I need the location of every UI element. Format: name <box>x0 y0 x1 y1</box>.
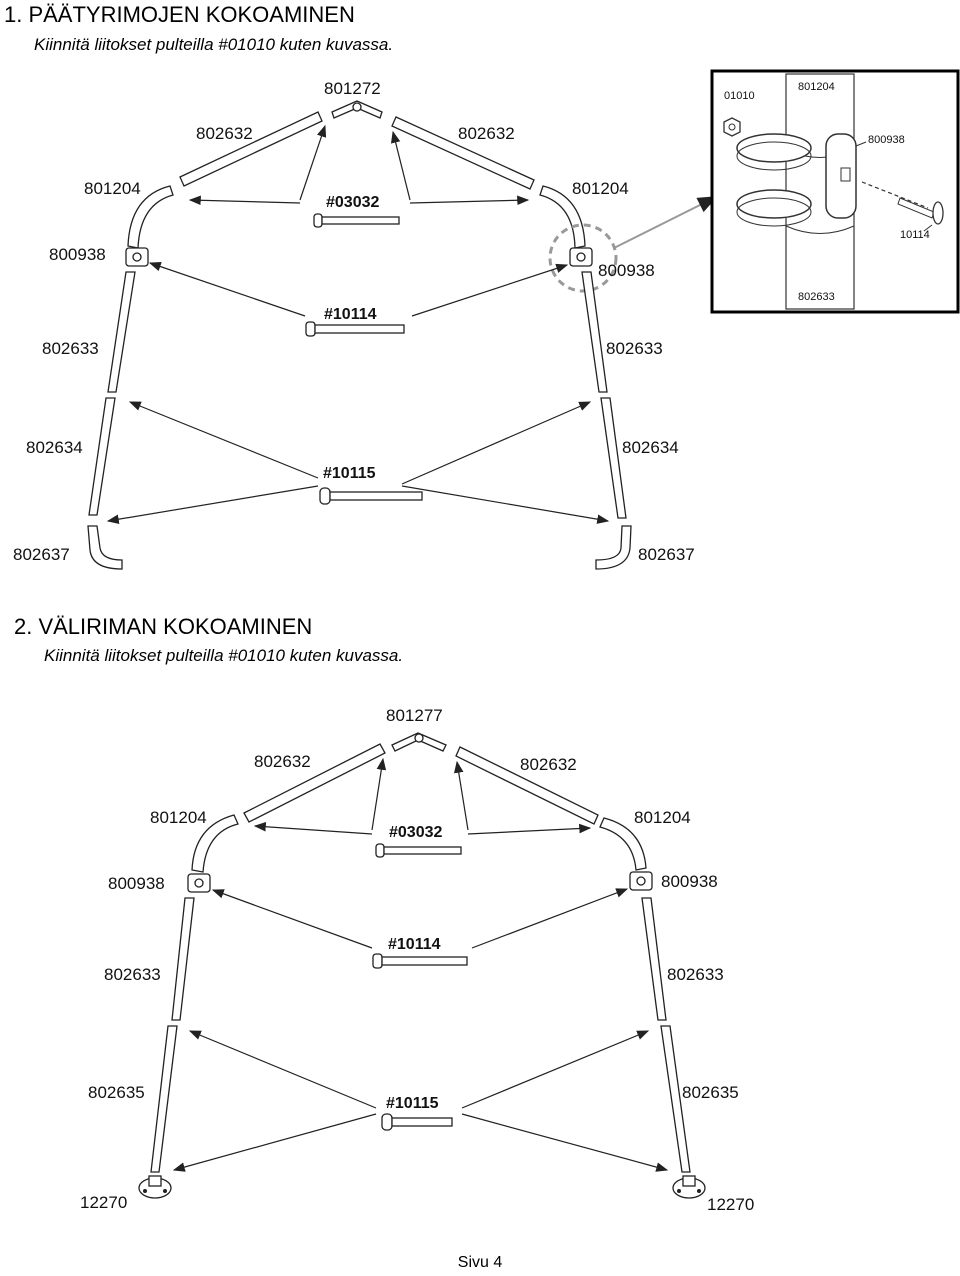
label-apex: 801272 <box>324 79 381 98</box>
label2-leg-lower-right: 802635 <box>682 1083 739 1102</box>
label2-elbow-left: 801204 <box>150 808 207 827</box>
bracket-right-2 <box>629 871 653 891</box>
bracket-left <box>125 247 149 267</box>
label2-base-right: 12270 <box>707 1195 754 1214</box>
elbow-left <box>127 185 174 249</box>
elbow-right <box>539 185 586 249</box>
leg-upper-right-2 <box>641 897 667 1021</box>
label-leg-upper-left: 802633 <box>42 339 99 358</box>
label-bracket-right: 800938 <box>598 261 655 280</box>
section1-instruction: Kiinnitä liitokset pulteilla #01010 kute… <box>34 35 394 54</box>
foot-right <box>595 525 632 570</box>
detail-label-leg: 802633 <box>798 291 835 303</box>
bracket-left-2 <box>187 873 211 893</box>
detail-label-bracket: 800938 <box>868 134 905 146</box>
detail-pointer <box>613 196 718 249</box>
end-frame-diagram: 801272 802632 802632 801204 801204 80093… <box>13 69 960 570</box>
detail-inset <box>710 69 960 314</box>
label2-bolt-03032: #03032 <box>389 824 442 841</box>
label-bolt-10115: #10115 <box>323 465 376 482</box>
section2-instruction: Kiinnitä liitokset pulteilla #01010 kute… <box>44 646 404 665</box>
leg-upper-left <box>107 271 136 393</box>
label-rafter-left: 802632 <box>196 124 253 143</box>
elbow-right-2 <box>599 817 647 871</box>
label-foot-right: 802637 <box>638 545 695 564</box>
bolt-10114-2 <box>372 953 468 969</box>
bracket-right <box>569 247 593 267</box>
apex-connector <box>331 100 383 119</box>
rafter-right <box>391 116 535 190</box>
base-plate-left <box>138 1175 172 1199</box>
mid-frame-diagram: 801277 802632 802632 801204 801204 80093… <box>80 706 754 1214</box>
label-leg-lower-left: 802634 <box>26 438 83 457</box>
label-leg-upper-right: 802633 <box>606 339 663 358</box>
rafter-left <box>179 111 323 187</box>
label-bracket-left: 800938 <box>49 245 106 264</box>
label-elbow-right: 801204 <box>572 179 629 198</box>
label2-bolt-10115: #10115 <box>386 1095 439 1112</box>
foot-left <box>87 525 123 570</box>
label-bolt-10114: #10114 <box>324 306 377 323</box>
label-bolt-03032: #03032 <box>326 194 379 211</box>
detail-label-bolt: 10114 <box>900 229 930 241</box>
label-elbow-left: 801204 <box>84 179 141 198</box>
bolt-10115 <box>319 487 423 505</box>
leg-lower-right-2 <box>660 1025 691 1173</box>
section2-heading: 2. VÄLIRIMAN KOKOAMINEN <box>14 614 313 639</box>
label2-rafter-left: 802632 <box>254 752 311 771</box>
leg-upper-right <box>581 271 608 393</box>
label-foot-left: 802637 <box>13 545 70 564</box>
detail-highlight <box>548 223 618 293</box>
bolt-10115-2 <box>381 1113 453 1131</box>
rafter-right-2 <box>455 746 599 825</box>
label2-rafter-right: 802632 <box>520 755 577 774</box>
label2-leg-upper-left: 802633 <box>104 965 161 984</box>
bolt-03032-2 <box>375 843 462 858</box>
section1-heading: 1. PÄÄTYRIMOJEN KOKOAMINEN <box>4 2 355 27</box>
elbow-left-2 <box>191 814 239 873</box>
page-number: Sivu 4 <box>457 1254 503 1271</box>
leg-upper-left-2 <box>171 897 195 1021</box>
label2-apex: 801277 <box>386 706 443 725</box>
detail-label-elbow: 801204 <box>798 81 835 93</box>
leg-lower-right <box>600 397 627 519</box>
label2-base-left: 12270 <box>80 1193 127 1212</box>
label2-leg-lower-left: 802635 <box>88 1083 145 1102</box>
detail-label-nut: 01010 <box>724 90 755 102</box>
base-plate-right <box>672 1175 706 1199</box>
label2-bracket-right: 800938 <box>661 872 718 891</box>
apex-connector-2 <box>391 732 447 752</box>
leg-lower-left <box>88 397 116 516</box>
label2-elbow-right: 801204 <box>634 808 691 827</box>
leg-lower-left-2 <box>150 1025 178 1173</box>
label2-leg-upper-right: 802633 <box>667 965 724 984</box>
bolt-10114 <box>305 321 405 337</box>
label2-bracket-left: 800938 <box>108 874 165 893</box>
rafter-left-2 <box>243 743 386 823</box>
bolt-03032 <box>313 213 400 228</box>
label-rafter-right: 802632 <box>458 124 515 143</box>
label-leg-lower-right: 802634 <box>622 438 679 457</box>
label2-bolt-10114: #10114 <box>388 936 441 953</box>
